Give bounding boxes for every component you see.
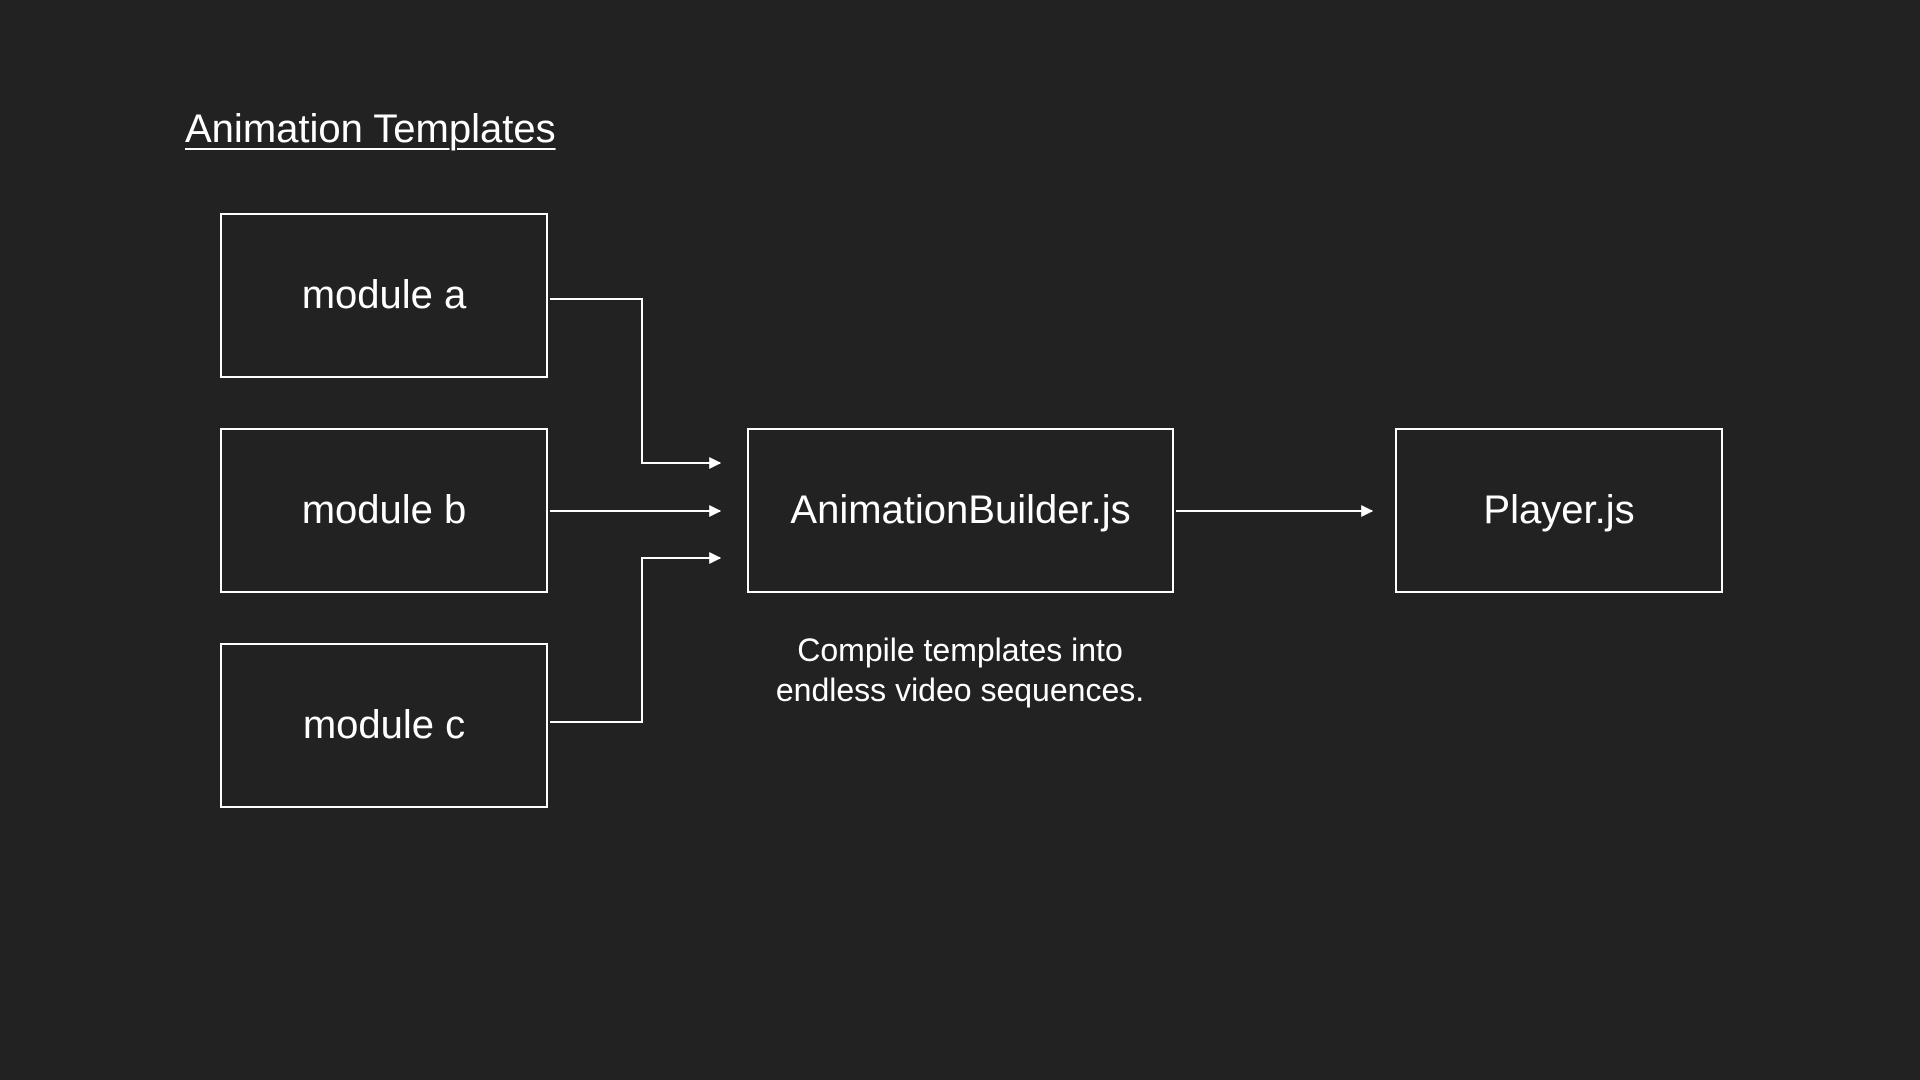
arrow-module-c-to-builder bbox=[550, 552, 722, 723]
module-a-label: module a bbox=[301, 273, 467, 317]
arrow-module-a-to-builder bbox=[550, 298, 722, 469]
module-a-box: module a bbox=[220, 213, 548, 378]
player-box: Player.js bbox=[1395, 428, 1723, 593]
module-c-box: module c bbox=[220, 643, 548, 808]
module-b-label: module b bbox=[301, 488, 467, 532]
diagram-title: Animation Templates bbox=[185, 107, 556, 151]
caption-line-2: endless video sequences. bbox=[775, 672, 1145, 708]
animation-builder-label: AnimationBuilder.js bbox=[790, 488, 1131, 532]
module-c-label: module c bbox=[302, 703, 466, 747]
caption-line-1: Compile templates into bbox=[797, 632, 1123, 668]
builder-caption: Compile templates into endless video seq… bbox=[710, 630, 1210, 710]
animation-builder-box: AnimationBuilder.js bbox=[747, 428, 1174, 593]
module-b-box: module b bbox=[220, 428, 548, 593]
player-label: Player.js bbox=[1483, 488, 1635, 532]
